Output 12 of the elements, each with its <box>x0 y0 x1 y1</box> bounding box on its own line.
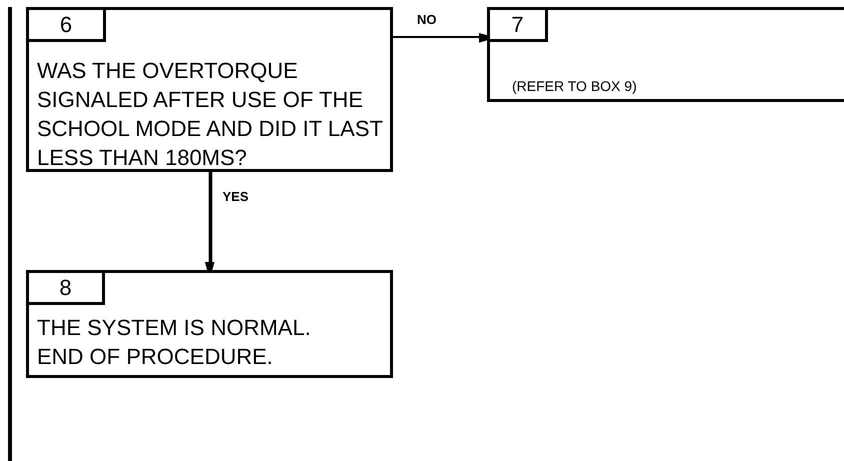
step-number-tab <box>29 10 106 42</box>
step-number: 8 <box>59 276 72 298</box>
step-number: 6 <box>60 14 72 36</box>
step-text: WAS THE OVERTORQUE SIGNALED AFTER USE OF THE SCHOOL MODE AND DID IT LAST LESS THAN 180MS? <box>37 57 384 172</box>
step-text: (REFER TO BOX 9) <box>512 78 638 94</box>
process-box <box>487 7 844 102</box>
process-box <box>26 7 393 172</box>
step-number-tab <box>490 10 548 42</box>
step-number: 7 <box>511 14 524 36</box>
step-text: THE SYSTEM IS NORMAL. END OF PROCEDURE. <box>37 314 312 371</box>
step-number-tab <box>29 273 105 305</box>
process-box <box>26 270 393 378</box>
